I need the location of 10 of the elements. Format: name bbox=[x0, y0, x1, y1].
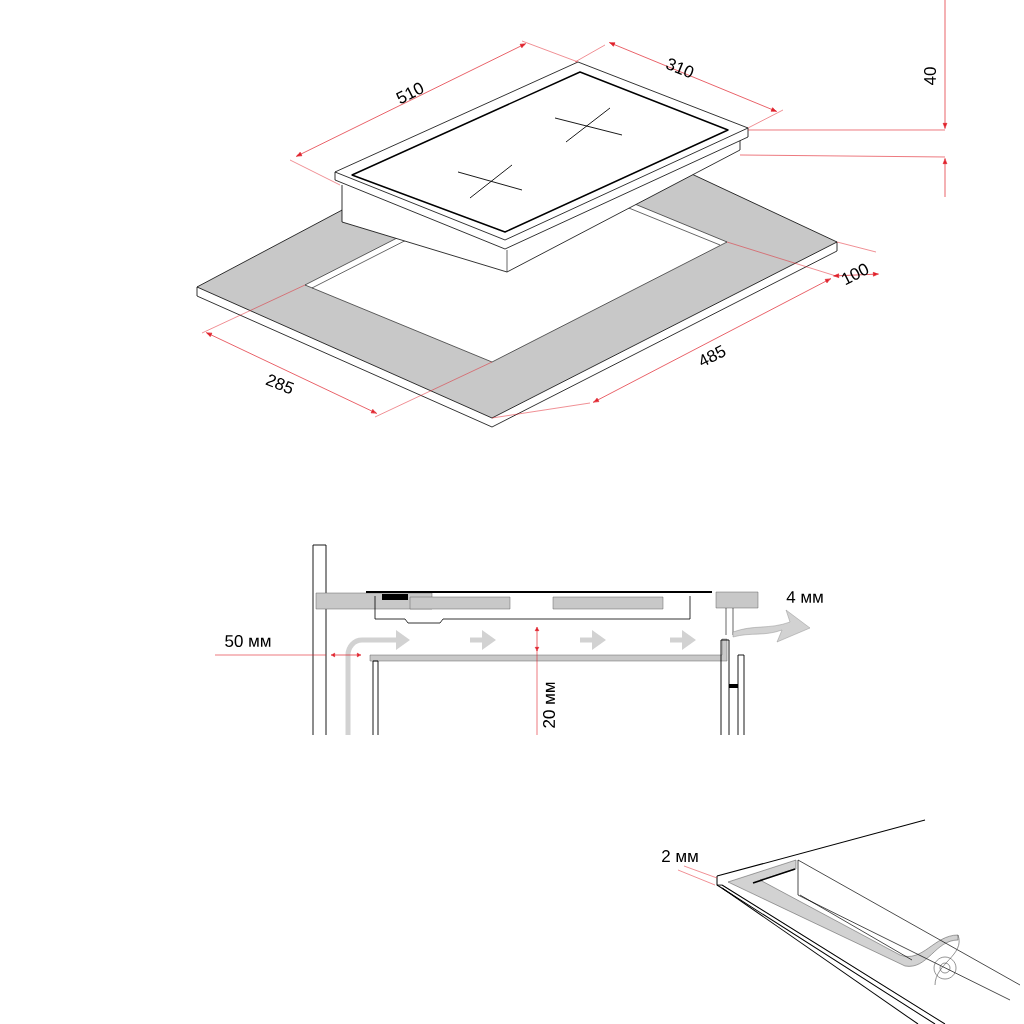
dimension-label: 20 мм bbox=[543, 682, 556, 728]
dimension-label: 310 bbox=[666, 58, 694, 78]
dimension-label: 4 мм bbox=[786, 591, 823, 603]
dimension-label: 285 bbox=[265, 374, 295, 394]
dimension-label: 485 bbox=[700, 345, 726, 366]
dimension-label: 40 bbox=[924, 67, 937, 86]
dimension-label: 510 bbox=[395, 82, 424, 104]
dimension-label: 100 bbox=[842, 263, 869, 286]
dimension-label: 50 мм bbox=[225, 635, 271, 648]
dimension-label: 2 мм bbox=[662, 850, 698, 862]
